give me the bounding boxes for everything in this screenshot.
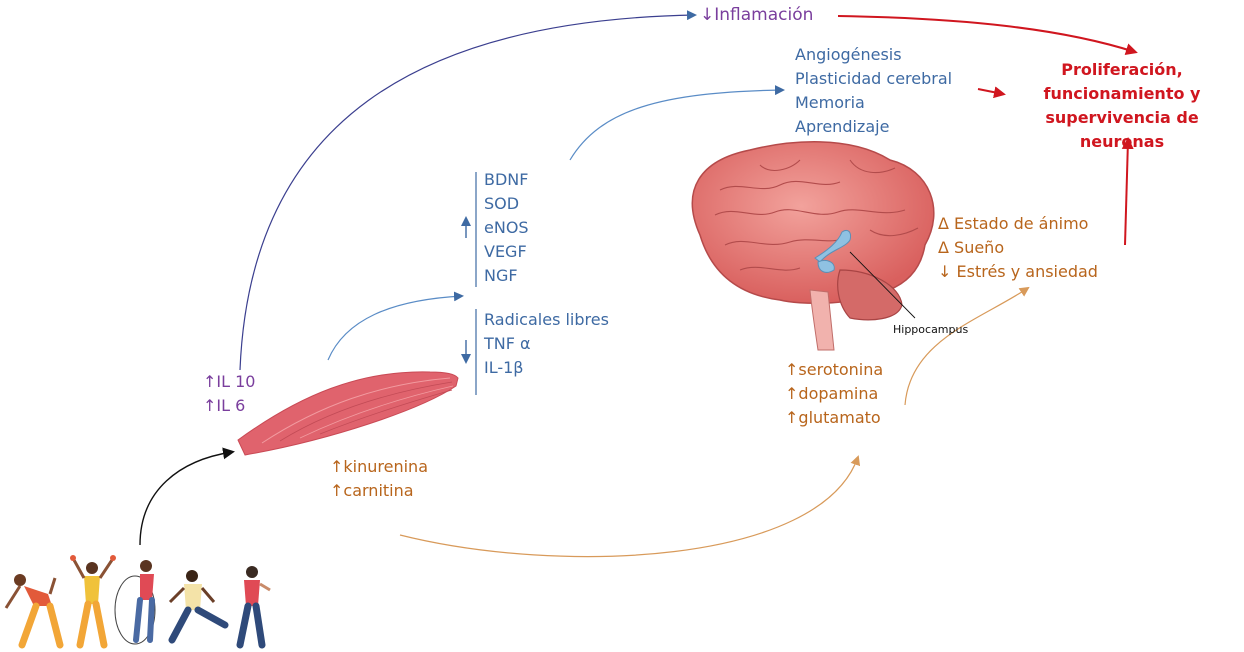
down-factor-item: Radicales libres: [484, 308, 609, 332]
up-factor-item: NGF: [484, 264, 529, 288]
muscle-illustration: [238, 372, 458, 455]
outcome-label: Proliferación, funcionamiento y superviv…: [1005, 58, 1239, 154]
down-factors-list: Radicales libres TNF α IL-1β: [484, 308, 609, 380]
neurotransmitters-list: ↑serotonina ↑dopamina ↑glutamato: [785, 358, 883, 430]
neurotransmitter-item: ↑serotonina: [785, 358, 883, 382]
inflamacion-label: ↓Inflamación: [700, 3, 813, 27]
outcome-line: Proliferación,: [1005, 58, 1239, 82]
muscle-metabolites-list: ↑kinurenina ↑carnitina: [330, 455, 428, 503]
mood-effect-item: Δ Estado de ánimo: [938, 212, 1098, 236]
brain-functions-list: Angiogénesis Plasticidad cerebral Memori…: [795, 43, 952, 139]
brain-function-item: Plasticidad cerebral: [795, 67, 952, 91]
up-factor-item: VEGF: [484, 240, 529, 264]
arrow-neuro-to-mood: [905, 288, 1028, 405]
outcome-line: supervivencia de neuronas: [1005, 106, 1239, 154]
neurotransmitter-item: ↑glutamato: [785, 406, 883, 430]
interleukin-item: ↑IL 6: [203, 394, 255, 418]
exercising-people-illustration: [6, 555, 270, 645]
interleukins-list: ↑IL 10 ↑IL 6: [203, 370, 255, 418]
outcome-line: funcionamiento y: [1005, 82, 1239, 106]
brain-function-item: Memoria: [795, 91, 952, 115]
mood-effect-item: ↓ Estrés y ansiedad: [938, 260, 1098, 284]
up-factor-item: BDNF: [484, 168, 529, 192]
arrow-muscle-to-factors: [328, 296, 462, 360]
brain-function-item: Angiogénesis: [795, 43, 952, 67]
up-factor-item: eNOS: [484, 216, 529, 240]
down-factor-item: IL-1β: [484, 356, 609, 380]
arrow-metabolites-to-neuro: [400, 457, 858, 557]
down-factor-item: TNF α: [484, 332, 609, 356]
metabolite-item: ↑carnitina: [330, 479, 428, 503]
hippocampus-label: Hippocampus: [893, 318, 968, 342]
arrow-mood-to-outcome: [1125, 140, 1128, 245]
up-factors-list: BDNF SOD eNOS VEGF NGF: [484, 168, 529, 288]
brain-function-item: Aprendizaje: [795, 115, 952, 139]
interleukin-item: ↑IL 10: [203, 370, 255, 394]
mood-effect-item: Δ Sueño: [938, 236, 1098, 260]
neurotransmitter-item: ↑dopamina: [785, 382, 883, 406]
up-factor-item: SOD: [484, 192, 529, 216]
mood-effects-list: Δ Estado de ánimo Δ Sueño ↓ Estrés y ans…: [938, 212, 1098, 284]
arrow-il10-to-inflamacion: [240, 15, 695, 370]
metabolite-item: ↑kinurenina: [330, 455, 428, 479]
arrow-functions-to-outcome: [978, 89, 1003, 94]
arrow-exercise-to-muscle: [140, 452, 232, 545]
